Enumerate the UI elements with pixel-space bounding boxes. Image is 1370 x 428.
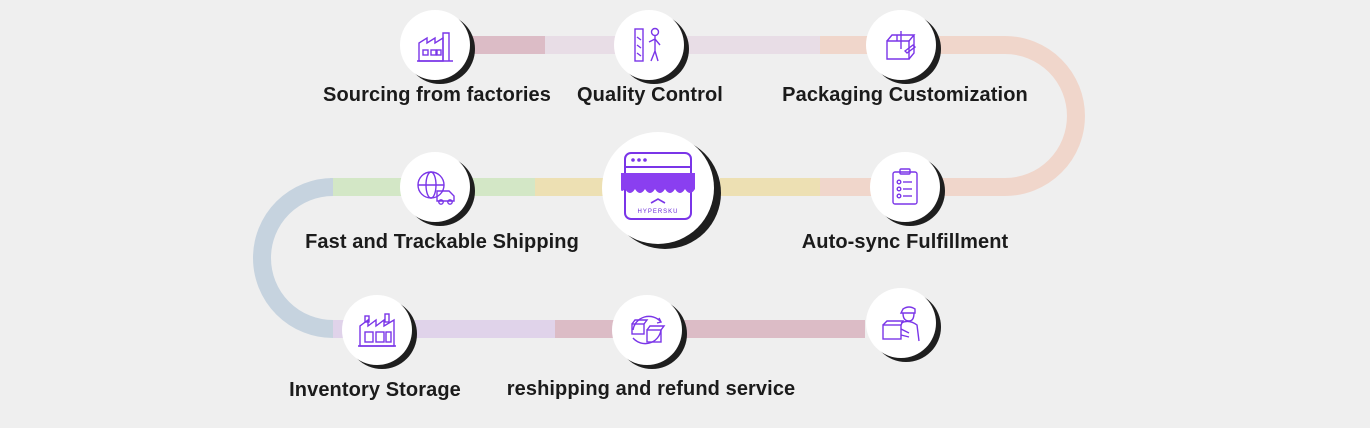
path-segment [470, 36, 545, 54]
shipping-node [400, 152, 470, 222]
box-packaging-icon [886, 31, 917, 60]
shop-awning-icon: HYPERSKU [621, 152, 695, 220]
sourcing-node [400, 10, 470, 80]
step-label-fulfillment: Auto-sync Fulfillment [801, 231, 1009, 253]
path-segment [535, 178, 610, 196]
inventory-node [342, 295, 412, 365]
warehouse-icon [358, 313, 396, 347]
globe-truck-icon [417, 171, 455, 205]
step-label-shipping: Fast and Trackable Shipping [305, 231, 579, 253]
clipboard-checklist-icon [892, 168, 918, 205]
factory-icon [417, 32, 453, 62]
step-label-quality: Quality Control [577, 84, 723, 106]
hypersku-hub: HYPERSKU [602, 132, 714, 244]
quality-node [614, 10, 684, 80]
step-label-inventory: Inventory Storage [289, 379, 461, 401]
packaging-node [866, 10, 936, 80]
box-return-icon [631, 315, 666, 345]
path-segment [555, 320, 865, 338]
step-label-packaging: Packaging Customization [782, 84, 1028, 106]
brand-name: HYPERSKU [637, 209, 678, 215]
reshipping-node [612, 295, 682, 365]
path-curve-left [253, 178, 334, 338]
delivery-node [866, 288, 936, 358]
delivery-person-icon [882, 306, 920, 342]
step-label-reshipping: reshipping and refund service [506, 378, 796, 400]
fulfillment-node [870, 152, 940, 222]
path-curve-right [1004, 36, 1085, 196]
path-segment [720, 178, 820, 196]
inspector-icon [634, 27, 661, 62]
step-label-sourcing: Sourcing from factories [323, 84, 551, 106]
